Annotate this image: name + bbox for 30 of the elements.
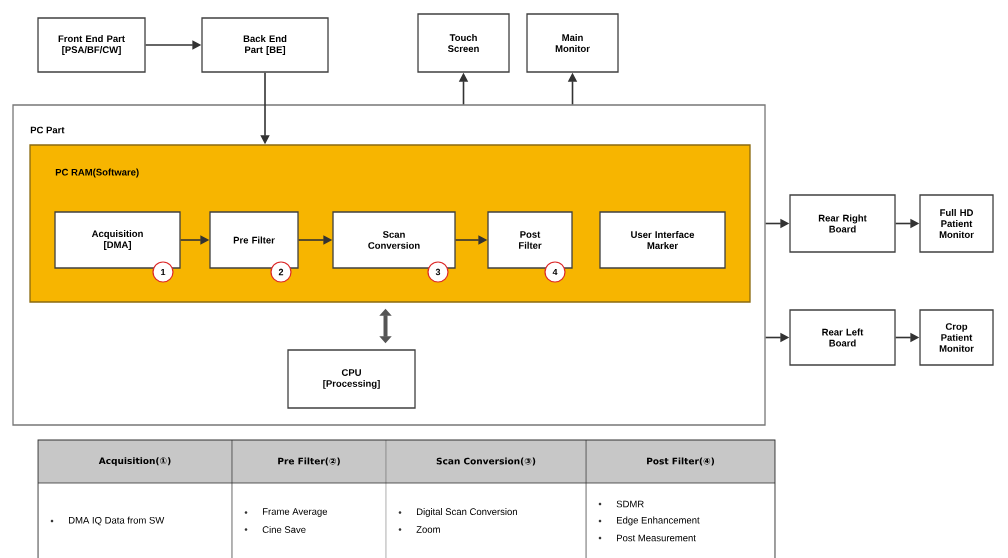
step-number: 1 bbox=[152, 261, 174, 283]
step-number: 2 bbox=[270, 261, 292, 283]
process-box: Front End Part [PSA/BF/CW] bbox=[37, 17, 146, 73]
process-box: Full HD Patient Monitor bbox=[919, 194, 994, 253]
step-number: 4 bbox=[544, 261, 566, 283]
process-box: Pre Filter bbox=[209, 211, 299, 269]
process-box: Rear Right Board bbox=[789, 194, 896, 253]
list-item: Zoom bbox=[416, 526, 440, 533]
process-box: Rear Left Board bbox=[789, 309, 896, 366]
process-box: User Interface Marker bbox=[599, 211, 726, 269]
list-item: Edge Enhancement bbox=[617, 516, 700, 526]
list-item: Frame Average bbox=[263, 508, 328, 517]
list-item: Digital Scan Conversion bbox=[417, 508, 517, 517]
step-number: 3 bbox=[427, 261, 449, 283]
cpu-box: CPU [Processing] bbox=[287, 349, 416, 409]
table-header: Pre Filter(②) bbox=[278, 457, 340, 466]
list-item: DMA IQ Data from SW bbox=[69, 516, 165, 526]
table-header: Post Filter(④) bbox=[647, 457, 715, 466]
process-box: Acquisition [DMA] bbox=[54, 211, 181, 269]
process-box: Post Filter bbox=[487, 211, 573, 269]
table-header: Scan Conversion(③) bbox=[436, 457, 536, 466]
process-box: Back End Part [BE] bbox=[201, 17, 329, 73]
process-box: Main Monitor bbox=[526, 13, 619, 73]
list-item: Post Measurement bbox=[617, 534, 696, 542]
process-box: Touch Screen bbox=[417, 13, 510, 73]
list-item: SDMR bbox=[616, 500, 644, 508]
table-header: Acquisition(①) bbox=[98, 457, 171, 466]
process-box: Crop Patient Monitor bbox=[919, 309, 994, 366]
list-item: Cine Save bbox=[262, 526, 306, 533]
process-box: Scan Conversion bbox=[332, 211, 456, 269]
